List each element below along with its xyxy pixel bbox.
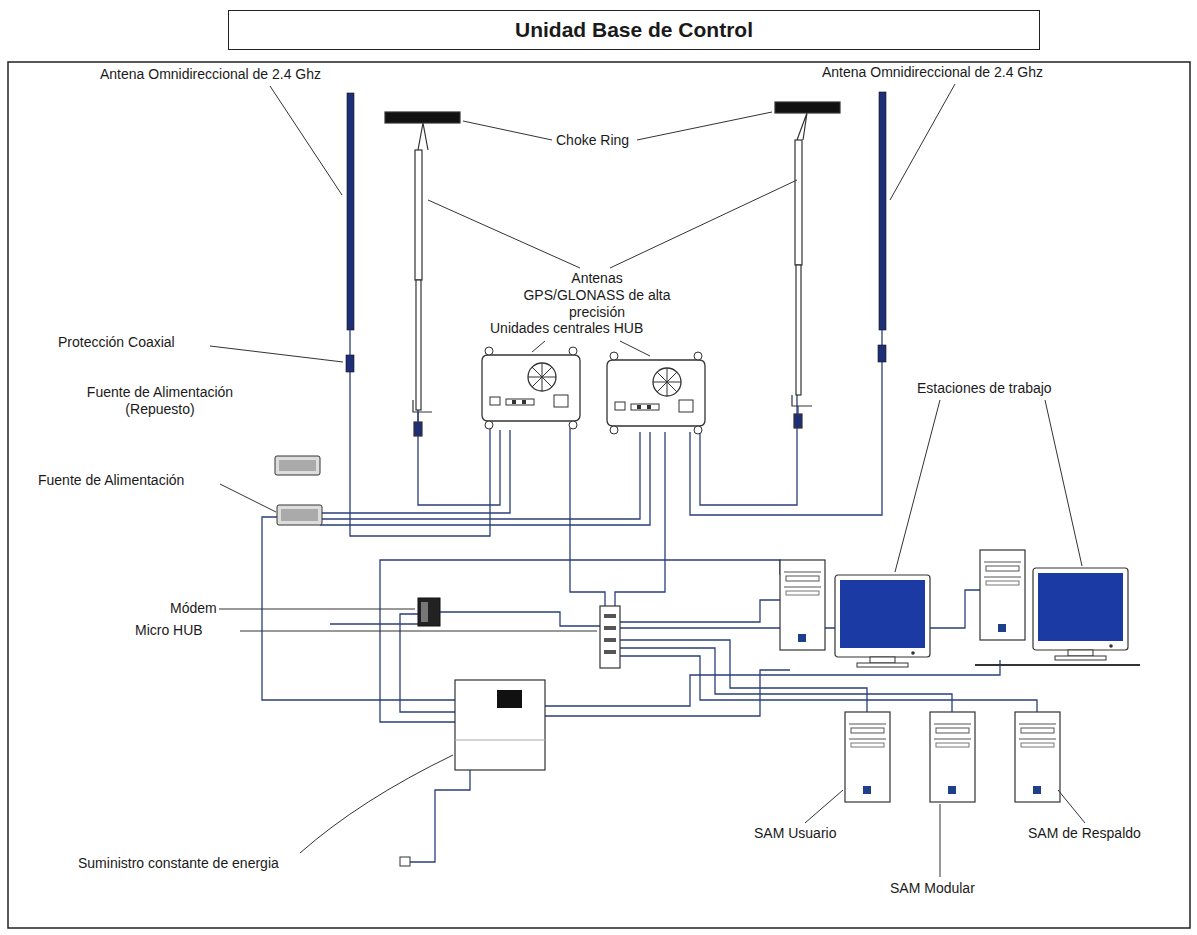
part-label: SAM Usuario <box>752 825 838 842</box>
part-label: SAM de Respaldo <box>1026 825 1143 842</box>
part-label: Choke Ring <box>554 132 631 149</box>
part-label: Módem <box>168 600 219 617</box>
part-label: Fuente de Alimentación (Repuesto) <box>76 384 244 418</box>
title-box: Unidad Base de Control <box>228 10 1040 50</box>
part-label: Protección Coaxial <box>56 334 177 351</box>
part-label: Unidades centrales HUB <box>488 320 645 337</box>
part-label: Antena Omnidireccional de 2.4 Ghz <box>98 66 323 83</box>
part-label: Antena Omnidireccional de 2.4 Ghz <box>820 64 1045 81</box>
part-label: Estaciones de trabajo <box>915 380 1054 397</box>
part-label: Antenas GPS/GLONASS de alta precisión <box>520 270 674 321</box>
part-label: Suministro constante de energia <box>76 855 281 872</box>
part-label: Micro HUB <box>133 622 205 639</box>
part-label: Fuente de Alimentación <box>36 472 186 489</box>
diagram-title: Unidad Base de Control <box>515 18 753 42</box>
part-label: SAM Modular <box>888 880 977 897</box>
